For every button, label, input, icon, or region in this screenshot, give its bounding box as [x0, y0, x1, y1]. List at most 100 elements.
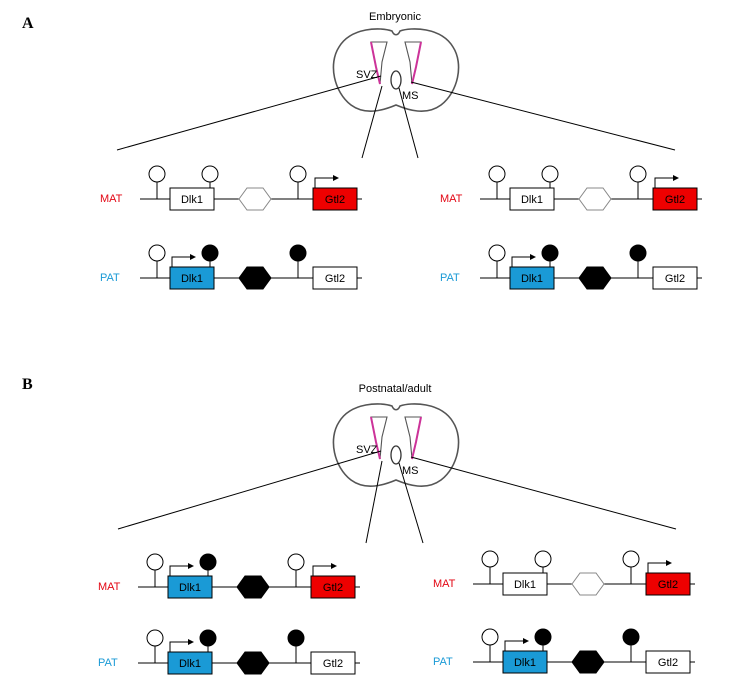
panel-b-stage-label: Postnatal/adult	[359, 383, 432, 395]
panel-0-side-0-pat-ig-dmr-hexagon	[238, 266, 272, 290]
panel-0-side-1-pat-ig-dmr-hexagon	[578, 266, 612, 290]
panel-0-side-1-mat-ig-dmr-cpg	[541, 165, 559, 183]
panel-1-side-0-mat-gtl2-promoter-cpg	[287, 553, 305, 571]
panel-0-side-1-pat-dlk1-arrow	[511, 256, 530, 267]
panel-1-side-1-pat-ig-dmr-cpg	[534, 628, 552, 646]
panel-1-side-0-mat-gtl2-arrowhead	[331, 563, 337, 569]
panel-1-side-1-mat-dlk1-box	[502, 572, 548, 596]
panel-0-side-1-mat-gtl2-label: Gtl2	[665, 194, 685, 206]
panel-0-side-0-mat-gtl2-arrow	[314, 177, 333, 188]
panel-1-side-0-pat-label: PAT	[98, 657, 118, 669]
panel-1-side-0-mat-dlk1-box	[167, 575, 213, 599]
panel-1-side-0-mat-dlk1-label: Dlk1	[179, 582, 201, 594]
panel-1-side-0-pat-dlk1-promoter-cpg	[146, 629, 164, 647]
panel-1-side-1-pat-gtl2-box	[645, 650, 691, 674]
panel-0-side-0-pat-dlk1-arrowhead	[190, 254, 196, 260]
panel-1-side-1-pat-ig-dmr-hexagon	[571, 650, 605, 674]
panel-1-side-0-pat-gtl2-box	[310, 651, 356, 675]
panel-0-side-0-mat-gtl2-label: Gtl2	[325, 194, 345, 206]
panel-1-side-1-mat-label: MAT	[433, 578, 456, 590]
panel-0-side-0-mat-gtl2-arrowhead	[333, 175, 339, 181]
panel-0-side-0-pat-dlk1-arrow	[171, 256, 190, 267]
panel-1-side-0-mat-gtl2-box	[310, 575, 356, 599]
panel-1-side-1-pat-dlk1-promoter-cpg	[481, 628, 499, 646]
panel-1-side-0-mat-gtl2-arrow	[312, 565, 331, 576]
panel-0-side-1-mat-gtl2-arrowhead	[673, 175, 679, 181]
panel-1-side-1-mat-ig-dmr-cpg	[534, 550, 552, 568]
panel-1-side-0-pat-ig-dmr-hexagon	[236, 651, 270, 675]
panel-0-side-1-mat-gtl2-promoter-cpg	[629, 165, 647, 183]
panel-0-side-0-mat-label: MAT	[100, 193, 123, 205]
panel-1-side-1-mat-gtl2-arrowhead	[666, 560, 672, 566]
panel-0-side-0-pat-gtl2-promoter-cpg	[289, 244, 307, 262]
panel-1-side-1-pat-dlk1-arrow	[504, 640, 523, 651]
panel-0-median-septum	[390, 70, 402, 90]
panel-a-letter: A	[22, 15, 34, 32]
panel-0-side-0-pat-gtl2-label: Gtl2	[325, 273, 345, 285]
panel-0-zoom-line-inner-left	[361, 85, 383, 159]
panel-0-side-1-mat-dlk1-box	[509, 187, 555, 211]
panel-0-side-0-pat-dlk1-label: Dlk1	[181, 273, 203, 285]
panel-1-side-1-pat-dlk1-box	[502, 650, 548, 674]
panel-1-side-0-mat-dlk1-promoter-cpg	[146, 553, 164, 571]
panel-0-side-1-pat-dlk1-label: Dlk1	[521, 273, 543, 285]
panel-1-zoom-line-left	[117, 450, 382, 530]
panel-1-zoom-line-inner-left	[365, 460, 383, 544]
panel-1-side-1-mat-gtl2-box	[645, 572, 691, 596]
panel-1-side-0-mat-dlk1-arrowhead	[188, 563, 194, 569]
panel-1-svz-right-lining	[411, 416, 422, 460]
panel-1-svz-label: SVZ	[356, 444, 378, 456]
panel-0-side-0-pat-ig-dmr-cpg	[201, 244, 219, 262]
panel-1-side-1-pat-dlk1-label: Dlk1	[514, 657, 536, 669]
panel-1-side-0-mat-ig-dmr-cpg	[199, 553, 217, 571]
panel-0-side-0-pat-dlk1-promoter-cpg	[148, 244, 166, 262]
panel-1-side-1-pat-dlk1-arrowhead	[523, 638, 529, 644]
panel-1-brain-outline	[332, 403, 460, 487]
panel-0-svz-left-lining	[370, 41, 381, 85]
panel-1-side-1-mat-ig-dmr-hexagon	[571, 572, 605, 596]
panel-0-side-1-pat-dlk1-promoter-cpg	[488, 244, 506, 262]
panel-b-letter: B	[22, 376, 33, 393]
panel-1-side-0-pat-ig-dmr-cpg	[199, 629, 217, 647]
panel-0-side-1-pat-ig-dmr-cpg	[541, 244, 559, 262]
panel-0-side-0-mat-ig-dmr-hexagon	[238, 187, 272, 211]
panel-1-side-0-pat-gtl2-label: Gtl2	[323, 658, 343, 670]
panel-0-side-0-mat-gtl2-promoter-cpg	[289, 165, 307, 183]
panel-0-side-1-mat-gtl2-arrow	[654, 177, 673, 188]
panel-1-side-0-mat-ig-dmr-hexagon	[236, 575, 270, 599]
panel-0-side-1-pat-label: PAT	[440, 272, 460, 284]
panel-0-svz-label: SVZ	[356, 69, 378, 81]
panel-1-side-1-mat-gtl2-label: Gtl2	[658, 579, 678, 591]
panel-1-side-1-mat-dlk1-promoter-cpg	[481, 550, 499, 568]
panel-1-side-0-pat-dlk1-box	[167, 651, 213, 675]
panel-0-zoom-line-right	[410, 81, 676, 151]
panel-0-side-0-mat-gtl2-box	[312, 187, 358, 211]
panel-1-side-0-mat-label: MAT	[98, 581, 121, 593]
panel-0-zoom-line-left	[116, 75, 382, 151]
panel-0-side-0-pat-gtl2-box	[312, 266, 358, 290]
panel-a-stage-label: Embryonic	[369, 11, 421, 23]
panel-0-zoom-line-inner-right	[398, 87, 419, 159]
panel-1-svz-left-lining	[370, 416, 381, 460]
panel-0-side-1-mat-label: MAT	[440, 193, 463, 205]
panel-1-ms-label: MS	[402, 465, 419, 477]
panel-0-side-1-pat-gtl2-promoter-cpg	[629, 244, 647, 262]
panel-1-side-1-pat-gtl2-label: Gtl2	[658, 657, 678, 669]
panel-0-side-0-pat-dlk1-box	[169, 266, 215, 290]
panel-0-side-1-mat-dlk1-label: Dlk1	[521, 194, 543, 206]
panel-1-side-1-mat-dlk1-label: Dlk1	[514, 579, 536, 591]
panel-0-side-1-pat-dlk1-box	[509, 266, 555, 290]
panel-1-side-1-mat-gtl2-promoter-cpg	[622, 550, 640, 568]
panel-0-side-0-mat-ig-dmr-cpg	[201, 165, 219, 183]
panel-0-side-1-mat-ig-dmr-hexagon	[578, 187, 612, 211]
panel-0-side-0-mat-dlk1-promoter-cpg	[148, 165, 166, 183]
panel-0-svz-right-lining	[411, 41, 422, 85]
panel-1-side-0-pat-gtl2-promoter-cpg	[287, 629, 305, 647]
panel-0-side-0-mat-dlk1-label: Dlk1	[181, 194, 203, 206]
panel-1-side-0-pat-dlk1-label: Dlk1	[179, 658, 201, 670]
panel-1-zoom-line-inner-right	[398, 462, 424, 544]
panel-1-side-0-mat-gtl2-label: Gtl2	[323, 582, 343, 594]
panel-0-brain-outline	[332, 28, 460, 112]
panel-1-side-1-pat-label: PAT	[433, 656, 453, 668]
